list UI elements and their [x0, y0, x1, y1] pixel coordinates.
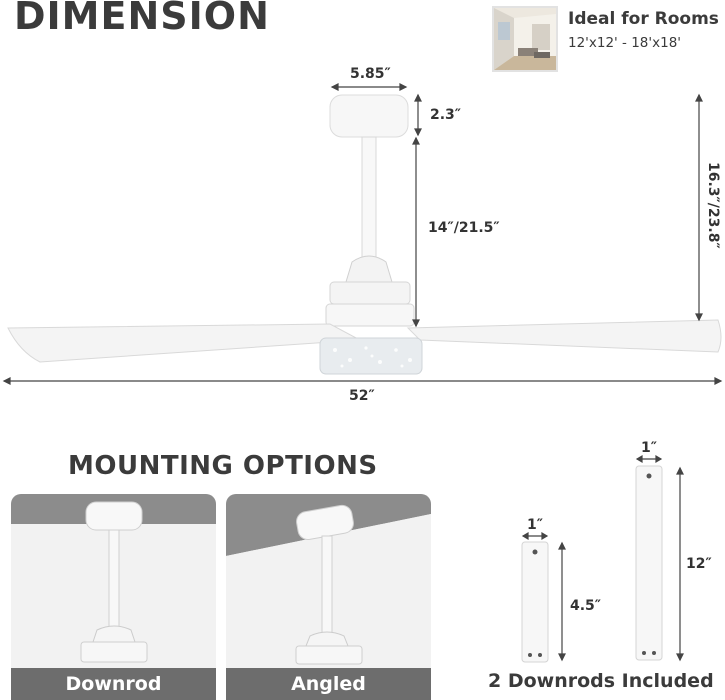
rooms-title: Ideal for Rooms — [568, 9, 719, 29]
short-downrod-length-label: 4.5″ — [570, 598, 602, 614]
mounting-options-title: MOUNTING OPTIONS — [68, 451, 378, 481]
canopy-width-label: 5.85″ — [350, 66, 391, 82]
page-title: DIMENSION — [14, 0, 270, 38]
span-label: 52″ — [349, 388, 375, 404]
fan-blade-left — [7, 323, 362, 363]
canopy-height-label: 2.3″ — [430, 107, 462, 123]
motor-top — [345, 255, 393, 283]
mounting-option-angled: Angled — [226, 494, 431, 700]
long-downrod-length-label: 12″ — [686, 556, 712, 572]
short-downrod-diameter-label: 1″ — [527, 517, 543, 533]
overall-height-label: 16.3″/23.8″ — [705, 162, 721, 249]
downrods-included-caption: 2 Downrods Included — [488, 670, 714, 692]
long-downrod — [635, 465, 663, 661]
downrod-length-label: 14″/21.5″ — [428, 220, 500, 236]
motor-ring — [325, 303, 415, 327]
long-downrod-diameter-label: 1″ — [641, 440, 657, 456]
motor-housing — [329, 281, 411, 305]
mounting-option-label: Angled — [226, 668, 431, 700]
downrod — [361, 136, 377, 263]
canopy — [329, 94, 409, 138]
mounting-option-label: Downrod — [11, 668, 216, 700]
angled-mount-illustration — [226, 494, 431, 700]
fan-blade-right — [406, 319, 722, 353]
room-thumbnail-image — [492, 6, 558, 72]
rooms-size: 12'x12' - 18'x18' — [568, 35, 681, 51]
short-downrod — [521, 541, 549, 663]
mounting-option-downrod: Downrod — [11, 494, 216, 700]
room-illustration-icon — [494, 8, 556, 70]
